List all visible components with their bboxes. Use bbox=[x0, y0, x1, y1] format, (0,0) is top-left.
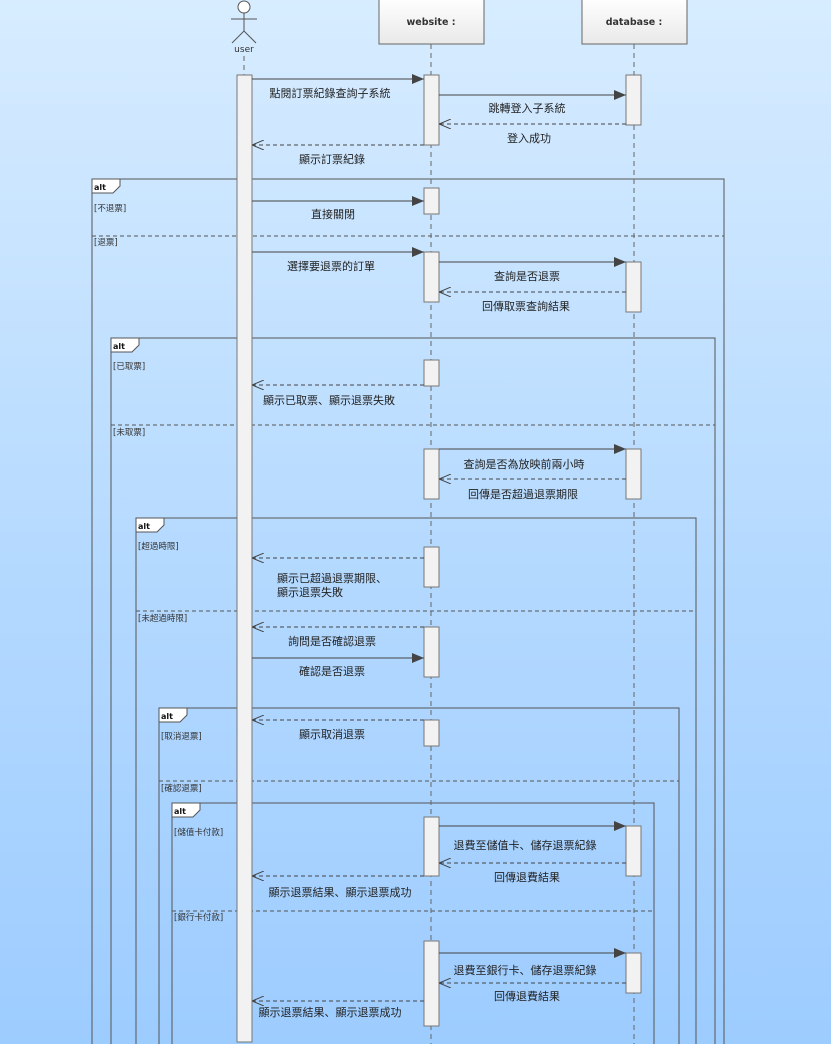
svg-text:回傳是否超過退票期限: 回傳是否超過退票期限 bbox=[468, 487, 578, 501]
actor-name: user bbox=[234, 45, 254, 55]
activation-bar bbox=[423, 816, 440, 877]
message-19: 退費至銀行卡、儲存退票紀錄 bbox=[439, 948, 626, 977]
fragment-alt-2: alt [已取票] [未取票] bbox=[110, 337, 716, 1044]
message-12-return: 顯示已超過退票期限、 顯示退票失敗 bbox=[252, 558, 424, 599]
fragment-guard: [取消退票] bbox=[161, 731, 202, 742]
fragment-operator: alt bbox=[174, 807, 186, 816]
svg-text:退費至儲值卡、儲存退票紀錄: 退費至儲值卡、儲存退票紀錄 bbox=[454, 838, 597, 852]
activation-bar bbox=[625, 448, 642, 500]
svg-text:直接關閉: 直接關閉 bbox=[311, 207, 355, 221]
svg-text:顯示退票失敗: 顯示退票失敗 bbox=[277, 585, 343, 599]
participant-name: website : bbox=[406, 17, 455, 28]
message-9-return: 顯示已取票、顯示退票失敗 bbox=[252, 385, 424, 407]
activation-bar bbox=[423, 187, 440, 215]
activation-bar bbox=[423, 626, 440, 678]
svg-text:顯示已取票、顯示退票失敗: 顯示已取票、顯示退票失敗 bbox=[263, 393, 395, 407]
fragment-guard: [確認退票] bbox=[161, 783, 202, 794]
svg-text:查詢是否退票: 查詢是否退票 bbox=[494, 269, 560, 283]
fragment-operator: alt bbox=[161, 712, 173, 721]
svg-text:顯示退票結果、顯示退票成功: 顯示退票結果、顯示退票成功 bbox=[269, 885, 412, 899]
fragment-operator: alt bbox=[113, 342, 125, 351]
fragment-alt-1: alt [不退票] [退票] bbox=[91, 178, 725, 1044]
activation-bar bbox=[625, 74, 642, 126]
activation-bar bbox=[423, 251, 440, 303]
message-11-return: 回傳是否超過退票期限 bbox=[439, 479, 626, 501]
stick-figure-icon bbox=[231, 0, 257, 44]
fragment-operator: alt bbox=[94, 183, 106, 192]
svg-text:退費至銀行卡、儲存退票紀錄: 退費至銀行卡、儲存退票紀錄 bbox=[454, 963, 597, 977]
participant-website: website : bbox=[378, 0, 485, 45]
svg-text:跳轉登入子系統: 跳轉登入子系統 bbox=[489, 101, 566, 115]
fragment-guard: [銀行卡付款] bbox=[174, 912, 223, 923]
fragment-guard: [未超過時限] bbox=[138, 613, 187, 624]
fragment-operator: alt bbox=[138, 522, 150, 531]
svg-text:顯示取消退票: 顯示取消退票 bbox=[299, 727, 365, 741]
svg-text:顯示退票結果、顯示退票成功: 顯示退票結果、顯示退票成功 bbox=[259, 1005, 402, 1019]
fragment-guard: [不退票] bbox=[94, 203, 126, 214]
svg-text:登入成功: 登入成功 bbox=[507, 131, 551, 145]
message-18-return: 顯示退票結果、顯示退票成功 bbox=[252, 876, 424, 899]
svg-text:選擇要退票的訂單: 選擇要退票的訂單 bbox=[287, 259, 375, 273]
svg-text:查詢是否為放映前兩小時: 查詢是否為放映前兩小時 bbox=[464, 457, 585, 471]
fragment-alt-5: alt [儲值卡付款] [銀行卡付款] bbox=[171, 802, 655, 1044]
svg-text:顯示訂票紀錄: 顯示訂票紀錄 bbox=[299, 152, 365, 166]
participant-name: database : bbox=[606, 17, 663, 28]
message-14: 確認是否退票 bbox=[252, 653, 424, 678]
message-1: 點閱訂票紀錄查詢子系統 bbox=[252, 74, 424, 100]
svg-text:顯示已超過退票期限、: 顯示已超過退票期限、 bbox=[277, 571, 387, 585]
message-16: 退費至儲值卡、儲存退票紀錄 bbox=[439, 821, 626, 852]
fragment-guard: [儲值卡付款] bbox=[174, 827, 223, 838]
message-5: 直接關閉 bbox=[252, 196, 424, 221]
svg-text:回傳取票查詢結果: 回傳取票查詢結果 bbox=[482, 299, 570, 313]
svg-text:回傳退費結果: 回傳退費結果 bbox=[494, 989, 560, 1003]
fragment-guard: [已取票] bbox=[113, 362, 145, 372]
activation-bar bbox=[423, 719, 440, 747]
svg-text:確認是否退票: 確認是否退票 bbox=[299, 664, 365, 678]
message-3-return: 登入成功 bbox=[439, 124, 626, 145]
message-2: 跳轉登入子系統 bbox=[439, 90, 626, 115]
message-6: 選擇要退票的訂單 bbox=[252, 247, 424, 273]
activation-bar bbox=[423, 940, 440, 1027]
fragment-guard: [未取票] bbox=[113, 427, 145, 438]
message-21-return: 顯示退票結果、顯示退票成功 bbox=[252, 1001, 424, 1019]
activation-bar bbox=[625, 825, 642, 877]
fragment-guard: [退票] bbox=[94, 237, 118, 248]
svg-text:詢問是否確認退票: 詢問是否確認退票 bbox=[288, 634, 376, 648]
message-20-return: 回傳退費結果 bbox=[439, 983, 626, 1003]
message-7: 查詢是否退票 bbox=[439, 257, 626, 283]
message-17-return: 回傳退費結果 bbox=[439, 863, 626, 884]
fragment-guard: [超過時限] bbox=[138, 541, 179, 552]
message-10: 查詢是否為放映前兩小時 bbox=[439, 444, 626, 471]
activation-bar bbox=[423, 359, 440, 387]
svg-text:回傳退費結果: 回傳退費結果 bbox=[494, 870, 560, 884]
activation-bar bbox=[423, 546, 440, 588]
activation-bar bbox=[236, 74, 253, 1043]
message-15-return: 顯示取消退票 bbox=[252, 720, 424, 741]
message-8-return: 回傳取票查詢結果 bbox=[439, 292, 626, 313]
activation-bar bbox=[423, 74, 440, 146]
activation-bar bbox=[423, 448, 440, 500]
svg-text:點閱訂票紀錄查詢子系統: 點閱訂票紀錄查詢子系統 bbox=[270, 86, 391, 100]
message-13-return: 詢問是否確認退票 bbox=[252, 627, 424, 648]
activation-bar bbox=[625, 261, 642, 313]
participant-database: database : bbox=[581, 0, 688, 45]
actor-user: user bbox=[231, 0, 257, 55]
activation-bar bbox=[625, 952, 642, 994]
message-4-return: 顯示訂票紀錄 bbox=[252, 145, 424, 166]
fragment-alt-3: alt [超過時限] [未超過時限] bbox=[135, 517, 697, 1044]
